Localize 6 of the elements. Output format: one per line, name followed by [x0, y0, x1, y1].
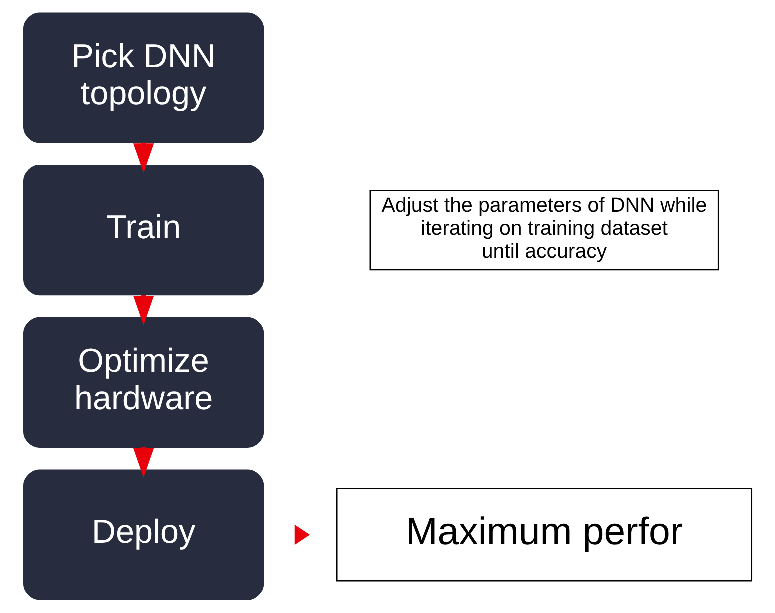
- node-box: Pick DNN topology: [22, 12, 264, 144]
- node-box: Deploy: [22, 470, 264, 600]
- node-box: Train: [22, 165, 264, 296]
- node-box: Maximum perfor: [336, 488, 752, 582]
- node-box: Adjust the parameters of DNN while iterating on training dataset until accuracy: [369, 190, 719, 271]
- node-box: Optimize hardware: [22, 317, 264, 448]
